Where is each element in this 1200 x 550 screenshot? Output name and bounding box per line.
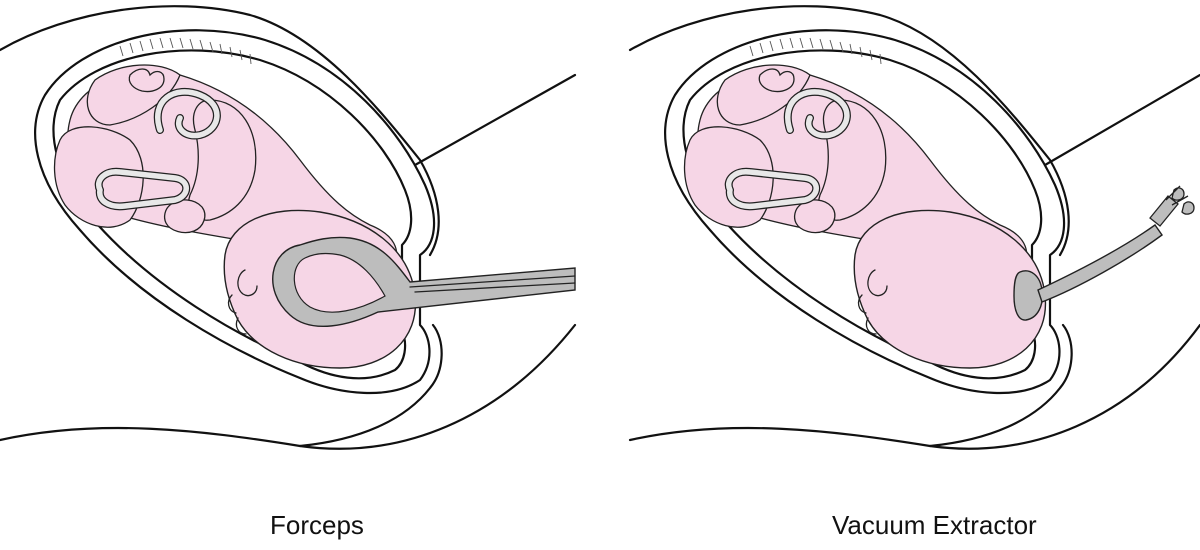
fetal-ear	[237, 269, 258, 297]
fetal-face	[227, 294, 247, 335]
vacuum-extractor-panel: Vacuum Extractor	[600, 0, 1200, 550]
uterus-inner-wall	[52, 49, 413, 380]
uterus-inner-wall	[682, 49, 1043, 380]
abdomen-line	[413, 73, 577, 167]
vacuum-extractor-illustration	[628, 5, 1200, 450]
perineum-contour	[298, 323, 443, 448]
forceps-caption: Forceps	[270, 510, 364, 540]
abdomen-line	[1043, 73, 1200, 167]
umbilical-cord-fill	[726, 89, 850, 210]
fetal-head	[853, 209, 1047, 369]
vacuum-cup	[1013, 270, 1044, 321]
fetal-hand	[793, 199, 836, 234]
forceps-blade-window	[293, 252, 386, 313]
uterus-hatching	[749, 37, 882, 65]
vacuum-extractor-icon	[1037, 224, 1163, 303]
vacuum-handle	[1149, 185, 1195, 227]
forceps-illustration	[0, 5, 577, 450]
forceps-shank-line	[409, 275, 576, 293]
body-contour-upper	[628, 5, 1070, 257]
uterus-outer-wall	[664, 29, 1066, 395]
fetal-ear	[867, 269, 888, 297]
perineum-contour	[928, 323, 1073, 448]
fetal-face	[857, 294, 877, 335]
body-contour-upper	[0, 5, 440, 257]
fetal-hand	[163, 199, 206, 234]
vacuum-extractor-caption: Vacuum Extractor	[832, 510, 1037, 540]
fetal-foot	[758, 68, 795, 93]
fetal-foot	[128, 68, 165, 93]
umbilical-cord-fill	[96, 89, 220, 210]
forceps-panel: Forceps	[0, 5, 577, 540]
uterus-hatching	[119, 37, 252, 65]
uterus-outer-wall	[34, 29, 436, 395]
